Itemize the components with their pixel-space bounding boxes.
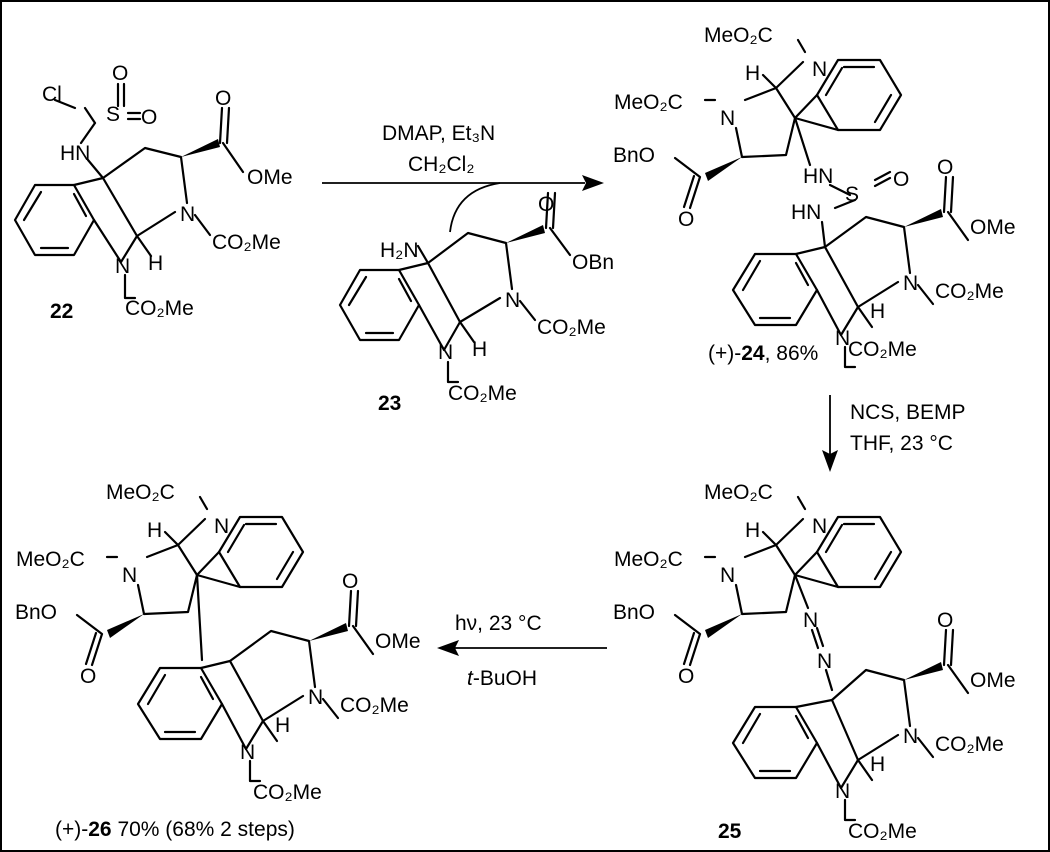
label-n-ind: N (240, 741, 255, 764)
compound-22-number: 22 (50, 300, 73, 323)
label-ome: OMe (247, 166, 293, 189)
label-h: H (148, 252, 163, 275)
label-o-right: O (141, 106, 157, 129)
label-ome: OMe (970, 216, 1016, 239)
step3-line1: hν, 23 °C (455, 612, 542, 635)
label-bno: BnO (613, 601, 655, 624)
label-hn2: HN (791, 201, 821, 224)
label-h: H (472, 338, 487, 361)
label-n-ind: N (438, 341, 453, 364)
label-meo2c-left: MeO₂C (614, 548, 683, 571)
step1-line1: DMAP, Et₃N (382, 122, 495, 145)
reaction-arrow-2: NCS, BEMP THF, 23 °C (822, 395, 966, 472)
label-meo2c-left: MeO₂C (16, 548, 85, 571)
label-ome: OMe (375, 630, 421, 653)
compound-23: H₂N O OBn N CO₂Me H N CO₂Me 23 (338, 191, 614, 415)
label-h: H (870, 753, 885, 776)
label-n-top: N (214, 515, 229, 538)
label-o-s: O (893, 168, 909, 191)
label-ome: OMe (970, 669, 1016, 692)
label-n-pyr: N (903, 725, 918, 748)
compound-24: MeO₂C N H MeO₂C N BnO O HN S O HN O OMe … (613, 24, 1016, 369)
label-n-left: N (720, 564, 735, 587)
label-s: S (106, 103, 120, 126)
label-h: H (275, 714, 290, 737)
label-n-pyr: N (308, 686, 323, 709)
label-cl: Cl (42, 83, 62, 106)
label-co2me-ind: CO₂Me (125, 297, 194, 320)
label-co2me-pyr: CO₂Me (212, 231, 281, 254)
compound-26: MeO₂C N H MeO₂C N BnO O O OMe N CO₂Me H … (15, 481, 421, 841)
reaction-arrow-1: DMAP, Et₃N CH₂Cl₂ (322, 122, 604, 233)
compound-25: MeO₂C N H MeO₂C N BnO O N N O OMe N CO₂M… (613, 481, 1016, 843)
label-o-top: O (112, 62, 128, 85)
label-co2me-pyr: CO₂Me (537, 316, 606, 339)
label-hn: HN (60, 142, 90, 165)
label-meo2c-left: MeO₂C (614, 91, 683, 114)
label-o-bn: O (678, 208, 694, 231)
label-o-ester: O (215, 87, 231, 110)
label-h: H (870, 300, 885, 323)
label-n-pyr: N (180, 203, 195, 226)
label-n-pyr: N (903, 272, 918, 295)
label-s: S (845, 183, 859, 206)
label-bno: BnO (613, 144, 655, 167)
label-n-ind: N (835, 327, 850, 350)
compound-24-caption: (+)-24, 86% (708, 342, 818, 365)
label-co2me-pyr: CO₂Me (935, 733, 1004, 756)
label-meo2c-top: MeO₂C (106, 481, 175, 504)
label-h-top: H (745, 519, 760, 542)
label-h-top: H (147, 519, 162, 542)
label-n-azo1: N (803, 609, 818, 632)
label-meo2c-top: MeO₂C (704, 481, 773, 504)
label-o-bn: O (678, 665, 694, 688)
label-co2me-ind: CO₂Me (253, 781, 322, 804)
step2-line2: THF, 23 °C (850, 432, 953, 455)
label-n-pyr: N (505, 289, 520, 312)
label-o-ester: O (538, 193, 554, 216)
label-co2me-pyr: CO₂Me (935, 280, 1004, 303)
label-co2me-ind: CO₂Me (848, 820, 917, 843)
step3-line2: t-BuOH (467, 667, 537, 690)
label-h-top: H (745, 62, 760, 85)
compound-23-number: 23 (378, 392, 401, 415)
compound-25-number: 25 (718, 820, 742, 843)
label-n-top: N (812, 515, 827, 538)
label-o-ester: O (342, 570, 358, 593)
label-n-top: N (812, 58, 827, 81)
label-n-left: N (720, 107, 735, 130)
label-co2me-pyr: CO₂Me (340, 694, 409, 717)
compound-26-caption: (+)-26 70% (68% 2 steps) (55, 818, 295, 841)
label-bno: BnO (15, 601, 57, 624)
label-n-ind: N (115, 255, 130, 278)
label-o-ester: O (937, 609, 953, 632)
label-obn: OBn (572, 251, 614, 274)
step1-line2: CH₂Cl₂ (408, 153, 474, 176)
label-n-ind: N (835, 780, 850, 803)
label-h2n: H₂N (380, 239, 418, 262)
step2-line1: NCS, BEMP (850, 401, 966, 424)
label-n-left: N (122, 564, 137, 587)
label-o-ester: O (937, 156, 953, 179)
label-co2me-ind: CO₂Me (848, 338, 917, 361)
label-o-bn: O (80, 665, 96, 688)
label-co2me-ind: CO₂Me (448, 382, 517, 405)
reaction-arrow-3: hν, 23 °C t-BuOH (437, 612, 607, 690)
compound-22: Cl S O O HN O OMe N CO₂Me H N CO₂Me 22 (13, 62, 293, 323)
label-hn1: HN (803, 165, 833, 188)
label-n-azo2: N (817, 650, 832, 673)
label-meo2c-top: MeO₂C (704, 24, 773, 47)
